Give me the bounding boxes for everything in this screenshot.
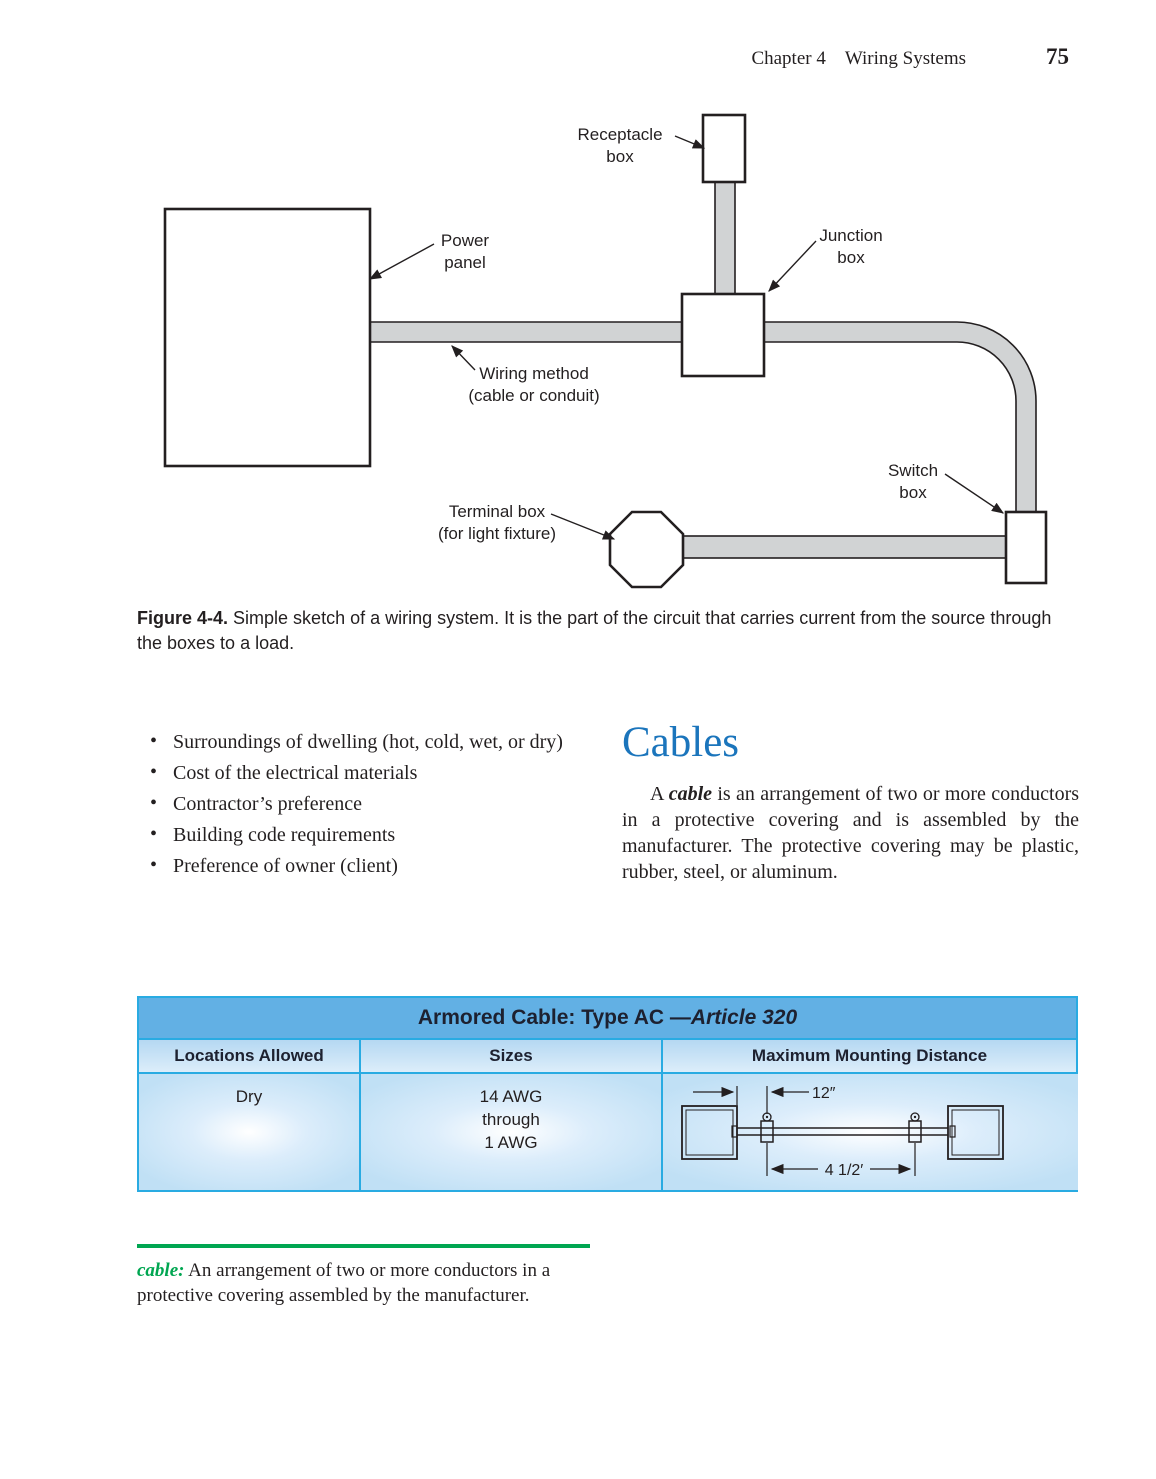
switch-leader-arrow: [944, 473, 1005, 514]
switch-box-shape: [1004, 510, 1048, 585]
list-item: •Preference of owner (client): [150, 854, 398, 877]
power-panel-label2: panel: [444, 253, 486, 272]
glossary-definition: An arrangement of two or more conductors…: [137, 1260, 551, 1306]
terminal-leader-arrow: [550, 513, 616, 540]
column-header: Sizes: [361, 1040, 663, 1072]
list-item: •Contractor’s preference: [150, 792, 362, 815]
terminal-box-octagon: [608, 510, 685, 589]
running-head: Chapter 4 Wiring Systems: [751, 48, 966, 69]
armored-cable-table: Armored Cable: Type AC — Article 320 Loc…: [137, 996, 1078, 1192]
receptacle-leader-arrow: [674, 135, 706, 149]
figure-caption-label: Figure 4-4.: [137, 608, 229, 628]
cell-sizes: 14 AWG through 1 AWG: [361, 1072, 663, 1190]
switch-box-label2: box: [899, 483, 927, 502]
cell-locations: Dry: [139, 1072, 361, 1190]
column-header: Maximum Mounting Distance: [663, 1040, 1076, 1072]
receptacle-box-label: Receptacle: [577, 125, 662, 144]
wiring-method-label2: (cable or conduit): [468, 386, 599, 405]
junction-box-label2: box: [837, 248, 865, 267]
junction-leader-arrow: [768, 240, 817, 292]
wiring-system-figure: Receptacle box Power panel Junction box …: [137, 95, 1078, 600]
table-body-row: Dry 14 AWG through 1 AWG: [139, 1072, 1078, 1190]
junction-box-shape: [680, 292, 766, 378]
wiring-system-diagram: Receptacle box Power panel Junction box …: [163, 113, 1048, 589]
table-header-row: Locations Allowed Sizes Maximum Mounting…: [139, 1040, 1076, 1072]
power-panel-box: [163, 207, 372, 468]
dimension-4-5ft: 4 1/2′: [825, 1162, 864, 1179]
cable-term: cable: [668, 783, 712, 805]
mounting-distance-diagram: 12″ 4 1/2′: [681, 1085, 1004, 1179]
left-box: [681, 1105, 738, 1160]
terminal-box-label: Terminal box: [449, 502, 546, 521]
power-panel-leader-arrow: [368, 243, 435, 280]
receptacle-box-shape: [701, 113, 747, 184]
cables-paragraph: A cable is an arrangement of two or more…: [622, 783, 1080, 883]
dimension-12in: 12″: [812, 1085, 836, 1102]
conduit-receptacle-drop: [714, 179, 736, 297]
glossary-term: cable:: [137, 1260, 185, 1281]
page-number: 75: [1046, 44, 1069, 69]
list-item: •Building code requirements: [150, 823, 396, 846]
conduit-lower-run: [682, 535, 1009, 559]
power-panel-label: Power: [441, 231, 490, 250]
right-box: [947, 1105, 1004, 1160]
column-header: Locations Allowed: [139, 1040, 361, 1072]
wiring-method-label: Wiring method: [479, 364, 589, 383]
list-item: •Surroundings of dwelling (hot, cold, we…: [150, 730, 563, 753]
wiring-method-leader-arrow: [451, 345, 476, 371]
figure-caption: Figure 4-4. Simple sketch of a wiring sy…: [137, 606, 1078, 656]
switch-box-label: Switch: [888, 461, 938, 480]
list-item: •Cost of the electrical materials: [150, 761, 418, 784]
section-heading: Cables: [622, 719, 740, 766]
figure-caption-text: Simple sketch of a wiring system. It is …: [137, 608, 1052, 653]
junction-box-label: Junction: [819, 226, 882, 245]
glossary-entry: cable: An arrangement of two or more con…: [137, 1258, 603, 1308]
table-title: Armored Cable: Type AC — Article 320: [139, 998, 1076, 1040]
receptacle-box-label2: box: [606, 147, 634, 166]
cell-mounting-diagram: 12″ 4 1/2′: [663, 1072, 1078, 1190]
terminal-box-label2: (for light fixture): [438, 524, 556, 543]
cables-section: Cables A cable is an arrangement of two …: [622, 719, 1079, 885]
considerations-list: •Surroundings of dwelling (hot, cold, we…: [137, 727, 601, 882]
glossary-rule: [137, 1244, 590, 1248]
